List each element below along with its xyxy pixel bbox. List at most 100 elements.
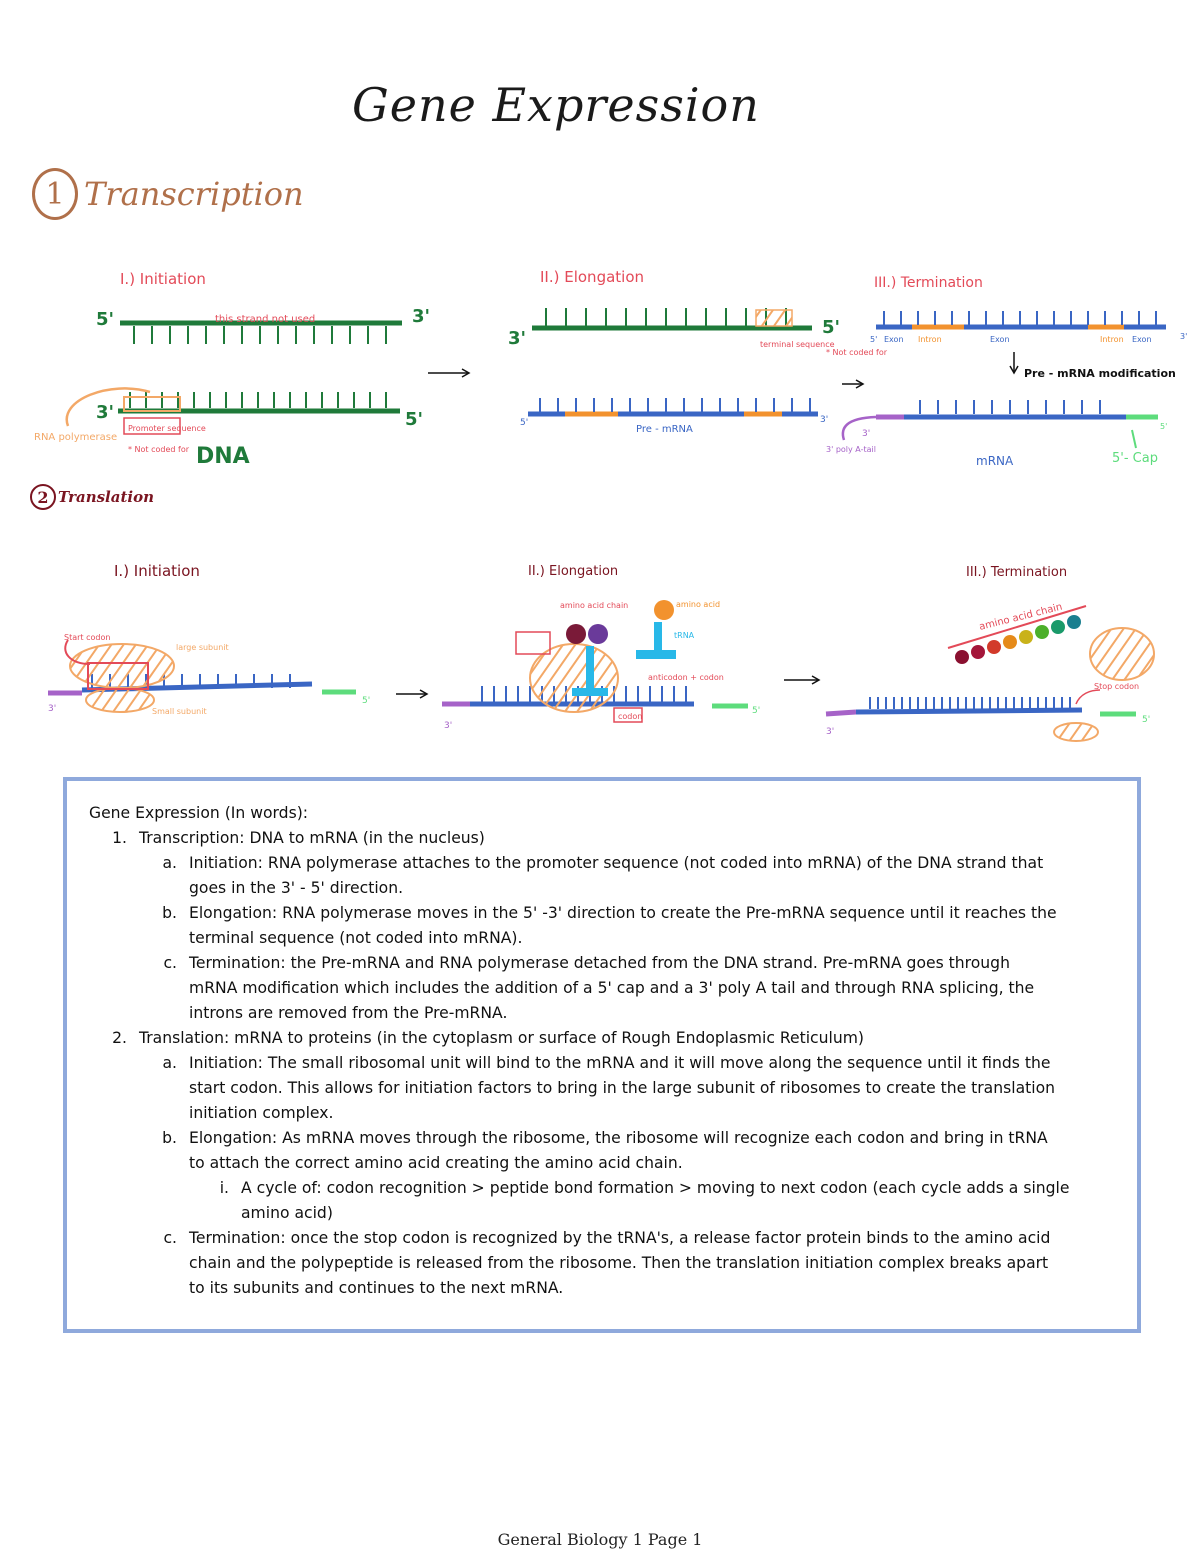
list-item: Transcription: DNA to mRNA (in the nucle…	[139, 829, 485, 847]
list-item: amino acid)	[241, 1204, 333, 1222]
mrna-label: mRNA	[976, 454, 1014, 468]
section-label: Translation	[58, 488, 154, 506]
amino-acid-bead	[1067, 615, 1081, 629]
tl-term-3prime: 3'	[826, 727, 834, 737]
pre-mrna-5prime: 5'	[520, 418, 528, 428]
pre-mrna-label: Pre - mRNA	[636, 424, 693, 435]
unused-strand-note: this strand not used	[215, 314, 315, 325]
gene-expression-diagram: I.) Initiation 5' 3' this strand not use…	[34, 268, 1187, 742]
list-item: to attach the correct amino acid creatin…	[189, 1154, 683, 1172]
section-number-circle: 1	[32, 168, 78, 220]
transcription-initiation-label: I.) Initiation	[120, 270, 206, 288]
transcription-heading: 1 Transcription	[32, 168, 304, 220]
list-item: Initiation: The small ribosomal unit wil…	[189, 1054, 1051, 1072]
list-marker: c.	[163, 1229, 177, 1247]
intron-label: Intron	[918, 335, 942, 344]
list-marker: i.	[219, 1179, 229, 1197]
list-item: introns are removed from the Pre-mRNA.	[189, 1004, 508, 1022]
translation-elongation-label: II.) Elongation	[528, 564, 618, 579]
list-marker: a.	[162, 854, 177, 872]
pre-mrna-bases	[539, 398, 811, 412]
list-item: Translation: mRNA to proteins (in the cy…	[139, 1029, 864, 1047]
released-large-subunit	[1089, 627, 1155, 681]
mrna-3prime: 3'	[862, 429, 870, 439]
page-footer: General Biology 1 Page 1	[497, 1530, 703, 1549]
rna-polymerase-outline	[123, 396, 181, 412]
list-item: Elongation: As mRNA moves through the ri…	[189, 1129, 1048, 1147]
list-marker: b.	[162, 904, 177, 922]
page-title: Gene Expression	[352, 78, 760, 132]
terminal-not-coded: * Not coded for	[826, 348, 888, 357]
exon-label: Exon	[884, 335, 904, 344]
list-item: Termination: the Pre-mRNA and RNA polyme…	[189, 954, 1010, 972]
list-item: Initiation: RNA polymerase attaches to t…	[189, 854, 1044, 872]
promoter-bracket	[123, 417, 181, 435]
list-item: start codon. This allows for initiation …	[189, 1079, 1056, 1097]
tl-elong-5prime: 5'	[752, 706, 760, 716]
translation-termination-label: III.) Termination	[966, 565, 1067, 580]
mrna-5prime: 5'	[1160, 422, 1167, 431]
dna-top-bases	[133, 326, 387, 344]
section-label: Transcription	[84, 175, 304, 213]
dna-bottom-5prime: 5'	[405, 409, 423, 430]
list-marker: b.	[162, 1129, 177, 1147]
list-item: Termination: once the stop codon is reco…	[189, 1229, 1051, 1247]
exon-label: Exon	[1132, 335, 1152, 344]
dna-top-3prime: 3'	[412, 306, 430, 327]
tl-elong-3prime: 3'	[444, 721, 452, 731]
amino-acid-bead	[1051, 620, 1065, 634]
amino-acid-bead	[971, 645, 985, 659]
dna-bottom-3prime: 3'	[96, 402, 114, 423]
list-marker: 1.	[112, 829, 127, 847]
list-item: mRNA modification which includes the add…	[189, 979, 1035, 997]
incoming-trna	[654, 622, 662, 656]
amino-chain-label: amino acid chain	[560, 601, 628, 610]
elong-dna-3prime: 3'	[508, 328, 526, 349]
small-ribosomal-subunit	[85, 687, 155, 713]
stop-codon-label: Stop codon	[1094, 682, 1139, 691]
amino-acid-bead	[1003, 635, 1017, 649]
list-item: goes in the 3' - 5' direction.	[189, 879, 404, 897]
exon-label: Exon	[990, 335, 1010, 344]
large-ribosomal-subunit	[69, 643, 175, 689]
list-item: terminal sequence (not coded into mRNA).	[189, 929, 523, 947]
list-marker: c.	[163, 954, 177, 972]
gene-expression-summary-box: Gene Expression (In words): 1. Transcript…	[63, 777, 1141, 1333]
elongation-dna-bases	[545, 308, 787, 326]
mrna-bases	[869, 697, 1071, 709]
poly-a-tail	[825, 709, 857, 717]
translation-heading: 2 Translation	[30, 484, 154, 510]
elong-dna-5prime: 5'	[822, 317, 840, 338]
section-number-circle: 2	[30, 484, 56, 510]
trna-label: tRNA	[674, 631, 695, 640]
mrna-strand	[855, 707, 1083, 715]
amino-acid-bead	[955, 650, 969, 664]
incoming-amino-acid	[654, 600, 674, 620]
tl-term-5prime: 5'	[1142, 715, 1150, 725]
dna-bottom-bases	[129, 392, 387, 408]
start-codon-label: Start codon	[64, 633, 110, 642]
anticodon-label: anticodon + codon	[648, 673, 724, 682]
amino-acid-bead	[1035, 625, 1049, 639]
pre-mrna-modification-label: Pre - mRNA modification	[1024, 367, 1176, 380]
amino-acid-bead	[987, 640, 1001, 654]
transcription-termination-label: III.) Termination	[874, 275, 983, 291]
transcription-elongation-label: II.) Elongation	[540, 268, 644, 286]
poly-a-tail-label: 3' poly A-tail	[826, 445, 876, 454]
tl-init-3prime: 3'	[48, 704, 56, 714]
intron-label: Intron	[1100, 335, 1124, 344]
list-item: to its subunits and continues to the nex…	[189, 1279, 564, 1297]
list-item: A cycle of: codon recognition > peptide …	[241, 1179, 1070, 1197]
promoter-label: Promoter sequence	[128, 424, 206, 433]
list-item: chain and the polypeptide is released fr…	[189, 1254, 1049, 1272]
dna-label: DNA	[196, 444, 250, 469]
polymerase-arrow	[65, 387, 151, 427]
trna	[586, 646, 594, 694]
terminal-sequence-polymerase	[755, 309, 793, 327]
large-subunit-label: large subunit	[176, 643, 229, 652]
small-subunit-label: Small subunit	[152, 707, 207, 716]
codon-label: codon	[618, 712, 642, 721]
summary-heading: Gene Expression (In words):	[89, 804, 309, 822]
amino-acid	[588, 624, 608, 644]
translation-initiation-label: I.) Initiation	[114, 562, 200, 580]
